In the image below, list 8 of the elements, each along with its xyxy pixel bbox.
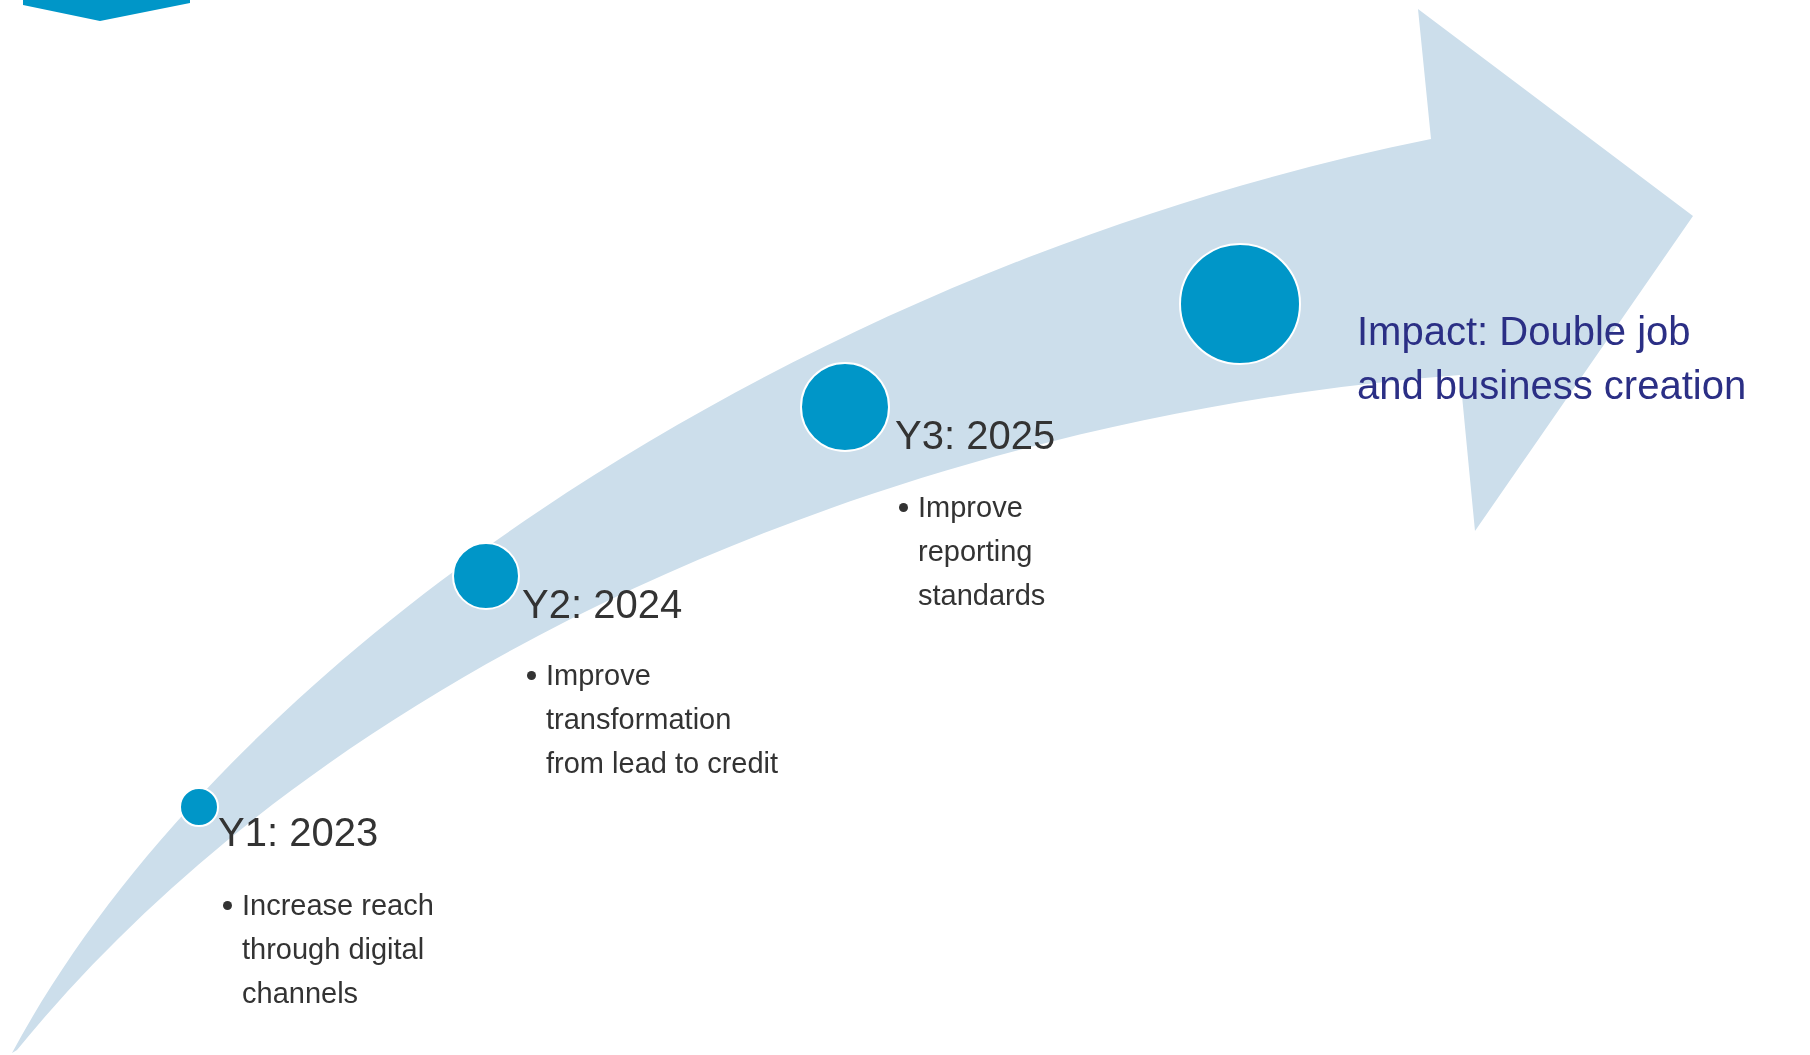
- impact-heading: Impact: Double job and business creation: [1357, 308, 1748, 409]
- year-heading: Y3: 2025: [895, 412, 1056, 459]
- year-heading: Y2: 2024: [522, 581, 683, 628]
- bullet-text: Improve reporting standards: [918, 490, 1047, 613]
- bullet-text: Improve transformation from lead to credit: [546, 658, 780, 781]
- year-heading: Y1: 2023: [218, 809, 379, 856]
- banner-shape: [23, 0, 190, 21]
- bullet-text: Increase reach through digital channels: [242, 888, 435, 1011]
